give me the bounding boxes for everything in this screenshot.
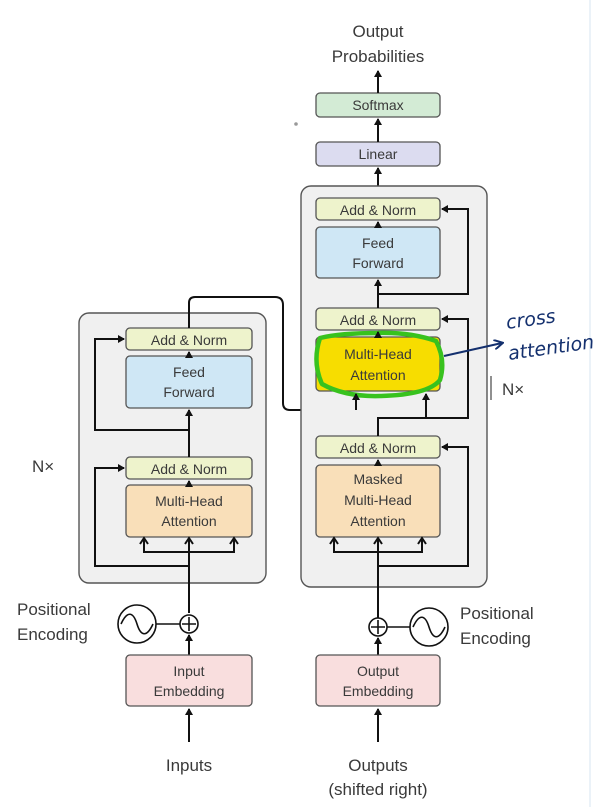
encoder-residual-top — [94, 335, 189, 431]
decoder-qkv-fork — [333, 539, 423, 566]
annotation-label-1: cross — [505, 305, 557, 334]
decoder-masked-label-3: Attention — [350, 513, 405, 529]
decoder-add-norm-top-label: Add & Norm — [340, 202, 416, 218]
encoder-nx-label: N× — [32, 457, 54, 476]
decoder-plus-icon — [371, 620, 385, 634]
decoder-add-norm-bottom-label: Add & Norm — [340, 440, 416, 456]
decoder-masked-label-2: Multi-Head — [344, 492, 412, 508]
decoder-cross-label-1: Multi-Head — [344, 346, 412, 362]
annotation-label-2: attention — [507, 331, 596, 365]
decoder-ff-label-2: Forward — [352, 255, 403, 271]
encoder-pos-label-1: Positional — [17, 600, 91, 619]
encoder-mha-label-2: Attention — [161, 513, 216, 529]
output-probabilities-label-2: Probabilities — [332, 47, 425, 66]
encoder-qkv-heads — [139, 536, 239, 545]
output-embedding-label-2: Embedding — [343, 683, 414, 699]
decoder-pos-label-2: Encoding — [460, 629, 531, 648]
encoder-add-norm-bottom-label: Add & Norm — [151, 461, 227, 477]
decoder-add-norm-mid-label: Add & Norm — [340, 312, 416, 328]
encoder-qkv-fork — [143, 539, 235, 566]
output-embedding-block — [315, 654, 441, 707]
decoder-masked-label-1: Masked — [353, 471, 402, 487]
input-embedding-label-1: Input — [173, 663, 204, 679]
outputs-label-1: Outputs — [348, 756, 408, 775]
decoder-residual-bottom — [378, 443, 469, 567]
input-embedding-label-2: Embedding — [154, 683, 225, 699]
decoder-ff-label-1: Feed — [362, 235, 394, 251]
inputs-label: Inputs — [166, 756, 212, 775]
encoder-add-norm-top-label: Add & Norm — [151, 332, 227, 348]
encoder-residual-bottom — [94, 464, 189, 567]
encoder-ff-label-1: Feed — [173, 364, 205, 380]
decoder-add-norm-top — [315, 197, 441, 221]
input-embedding-block — [125, 654, 253, 707]
annotation-arrow — [443, 343, 502, 357]
encoder-mha-label-1: Multi-Head — [155, 493, 223, 509]
encoder-sine-icon — [120, 613, 154, 635]
decoder-sine-icon — [412, 616, 446, 638]
output-embedding-label-1: Output — [357, 663, 399, 679]
encoder-plus-icon — [182, 617, 196, 631]
output-probabilities-label-1: Output — [352, 22, 403, 41]
outputs-label-2: (shifted right) — [328, 780, 427, 799]
softmax-label: Softmax — [352, 97, 403, 113]
decoder-pos-label-1: Positional — [460, 604, 534, 623]
decoder-residual-mid — [378, 315, 469, 419]
decoder-nx-label: N× — [502, 380, 524, 399]
decoder-cross-label-2: Attention — [350, 367, 405, 383]
linear-label: Linear — [359, 146, 398, 162]
encoder-pos-label-2: Encoding — [17, 625, 88, 644]
decoder-residual-top — [378, 205, 469, 295]
stray-dot — [294, 122, 298, 126]
decoder-qkv-heads — [329, 536, 427, 545]
encoder-ff-label-2: Forward — [163, 384, 214, 400]
